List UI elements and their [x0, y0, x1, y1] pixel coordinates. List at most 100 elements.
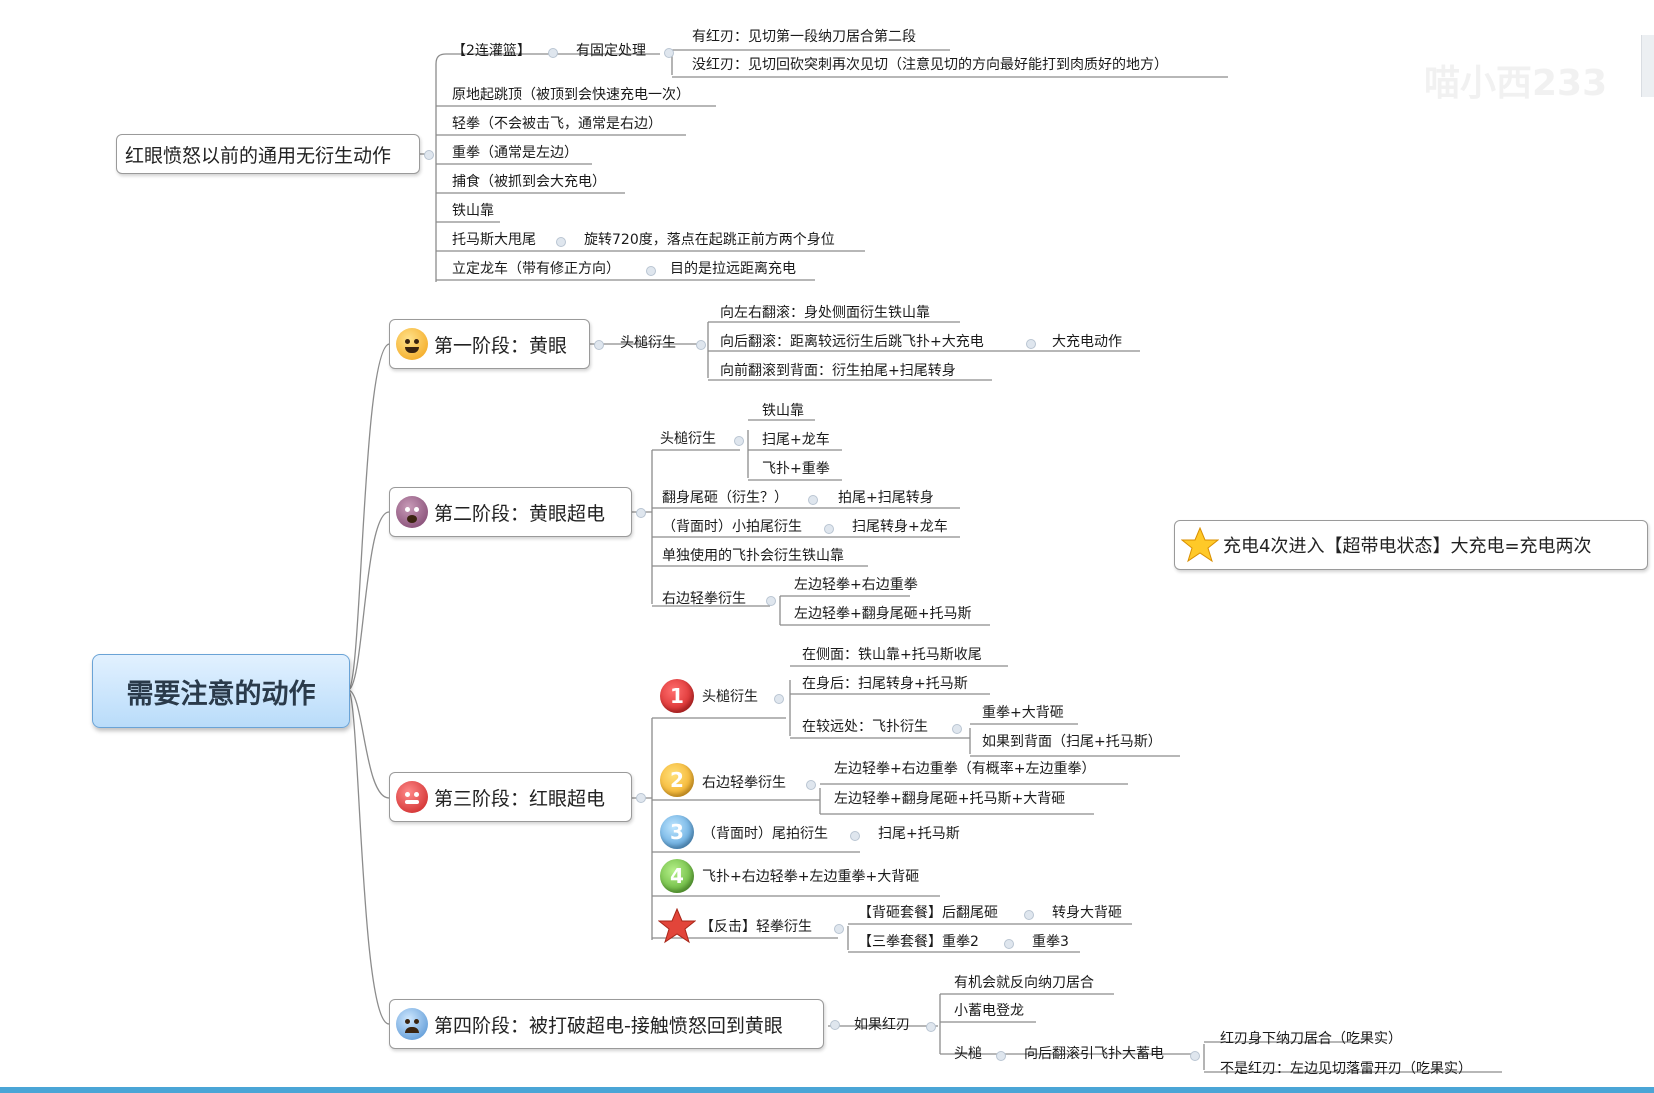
stage4-topic[interactable]: 第四阶段：被打破超电-接触愤怒回到黄眼 — [389, 999, 824, 1049]
common-topic[interactable]: 红眼愤怒以前的通用无衍生动作 — [116, 134, 420, 174]
floating-note[interactable]: 充电4次进入【超带电状态】大充电=充电两次 — [1174, 520, 1648, 570]
common-dragon-note: 目的是拉远距离充电 — [670, 261, 796, 277]
priority-3-icon: 3 — [660, 815, 694, 849]
collapse-toggle-icon[interactable] — [808, 495, 818, 505]
stage3-far1: 重拳+大背砸 — [982, 705, 1064, 721]
collapse-toggle-icon[interactable] — [1024, 910, 1034, 920]
root-label: 需要注意的动作 — [126, 678, 316, 710]
collapse-toggle-icon[interactable] — [824, 524, 834, 534]
collapse-toggle-icon[interactable] — [556, 237, 566, 247]
stage3-back-tail: （背面时）尾拍衍生 — [702, 826, 828, 842]
stage3-side: 在侧面：铁山靠+托马斯收尾 — [802, 647, 982, 663]
collapse-toggle-icon[interactable] — [952, 724, 962, 734]
stage3-far: 在较远处：飞扑衍生 — [802, 719, 928, 735]
common-iron: 铁山靠 — [452, 203, 494, 219]
collapse-toggle-icon[interactable] — [424, 150, 434, 160]
stage3-c1: 【背砸套餐】后翻尾砸 — [858, 905, 998, 921]
common-tomahawk-note: 旋转720度，落点在起跳正前方两个身位 — [584, 232, 835, 248]
stage4-b2: 不是红刃：左边见切落雷开刃（吃果实） — [1220, 1061, 1472, 1077]
stage2-r2: 左边轻拳+翻身尾砸+托马斯 — [794, 606, 972, 622]
stage4-title: 第四阶段：被打破超电-接触愤怒回到黄眼 — [434, 1014, 783, 1037]
stage3-c2b: 重拳3 — [1032, 934, 1069, 950]
stage4-if-red: 如果红刃 — [854, 1017, 910, 1033]
collapse-toggle-icon[interactable] — [766, 596, 776, 606]
priority-4-icon: 4 — [660, 859, 694, 893]
watermark-text: 喵小西233 — [1424, 63, 1608, 104]
stage2-back-tail-note: 扫尾转身+龙车 — [852, 519, 948, 535]
priority-2-icon: 2 — [660, 763, 694, 797]
stage2-topic[interactable]: 第二阶段：黄眼超电 — [389, 487, 632, 537]
stage1-roll-front: 向前翻滚到背面：衍生拍尾+扫尾转身 — [720, 363, 956, 379]
common-heavy: 重拳（通常是左边） — [452, 145, 578, 161]
stage1-big-charge: 大充电动作 — [1052, 334, 1122, 350]
stage2-head: 头槌衍生 — [660, 431, 716, 447]
stage3-counter: 【反击】轻拳衍生 — [700, 919, 812, 935]
common-jump: 原地起跳顶（被顶到会快速充电一次） — [452, 87, 690, 103]
stage3-c1b: 转身大背砸 — [1052, 905, 1122, 921]
common-title: 红眼愤怒以前的通用无衍生动作 — [125, 144, 392, 167]
common-combo2: 【2连灌篮】 — [452, 43, 531, 59]
collapse-toggle-icon[interactable] — [850, 831, 860, 841]
collapse-toggle-icon[interactable] — [696, 340, 706, 350]
collapse-toggle-icon[interactable] — [996, 1051, 1006, 1061]
common-has-red: 有红刃：见切第一段纳刀居合第二段 — [692, 29, 916, 45]
stage1-title: 第一阶段：黄眼 — [434, 334, 568, 357]
shocked-face-icon — [396, 496, 428, 528]
stage4-back-roll: 向后翻滚引飞扑大蓄电 — [1024, 1046, 1164, 1062]
stage1-roll-back: 向后翻滚：距离较远衍生后跳飞扑+大充电 — [720, 334, 984, 350]
crying-face-icon — [396, 1008, 428, 1040]
common-dragon: 立定龙车（带有修正方向） — [452, 261, 620, 277]
stage3-right-light: 右边轻拳衍生 — [702, 775, 786, 791]
stage3-topic[interactable]: 第三阶段：红眼超电 — [389, 772, 632, 822]
collapse-toggle-icon[interactable] — [1004, 939, 1014, 949]
priority-1-icon: 1 — [660, 679, 694, 713]
star-icon — [658, 908, 696, 944]
scrollbar[interactable] — [1641, 35, 1654, 97]
collapse-toggle-icon[interactable] — [646, 266, 656, 276]
stage2-right-light: 右边轻拳衍生 — [662, 591, 746, 607]
stage4-a2: 小蓄电登龙 — [954, 1003, 1024, 1019]
collapse-toggle-icon[interactable] — [548, 48, 558, 58]
collapse-toggle-icon[interactable] — [594, 340, 604, 350]
stage2-r1: 左边轻拳+右边重拳 — [794, 577, 918, 593]
collapse-toggle-icon[interactable] — [1190, 1051, 1200, 1061]
stage2-h1: 铁山靠 — [762, 403, 804, 419]
stage2-flip-note: 拍尾+扫尾转身 — [838, 490, 934, 506]
stage2-flip: 翻身尾砸（衍生？） — [662, 490, 788, 506]
common-tomahawk: 托马斯大甩尾 — [452, 232, 536, 248]
common-light: 轻拳（不会被击飞，通常是右边） — [452, 116, 662, 132]
collapse-toggle-icon[interactable] — [636, 508, 646, 518]
stage2-h3: 飞扑+重拳 — [762, 461, 830, 477]
collapse-toggle-icon[interactable] — [1026, 339, 1036, 349]
collapse-toggle-icon[interactable] — [774, 694, 784, 704]
stage4-a1: 有机会就反向纳刀居合 — [954, 975, 1094, 991]
stage3-head: 头槌衍生 — [702, 689, 758, 705]
root-topic[interactable]: 需要注意的动作 — [92, 654, 350, 728]
collapse-toggle-icon[interactable] — [636, 793, 646, 803]
stage3-far2: 如果到背面（扫尾+托马斯） — [982, 734, 1162, 750]
stage3-c2: 【三拳套餐】重拳2 — [858, 934, 979, 950]
angry-face-icon — [396, 781, 428, 813]
stage2-title: 第二阶段：黄眼超电 — [434, 502, 606, 525]
window-bottom-bar — [0, 1087, 1654, 1093]
collapse-toggle-icon[interactable] — [664, 48, 674, 58]
stage3-pounce: 飞扑+右边轻拳+左边重拳+大背砸 — [702, 869, 920, 885]
stage3-rl1: 左边轻拳+右边重拳（有概率+左边重拳） — [834, 761, 1096, 777]
stage2-back-tail: （背面时）小拍尾衍生 — [662, 519, 802, 535]
collapse-toggle-icon[interactable] — [834, 924, 844, 934]
stage3-title: 第三阶段：红眼超电 — [434, 787, 606, 810]
stage4-b1: 红刃身下纳刀居合（吃果实） — [1220, 1031, 1402, 1047]
stage1-topic[interactable]: 第一阶段：黄眼 — [389, 319, 590, 369]
stage4-head: 头槌 — [954, 1046, 982, 1062]
collapse-toggle-icon[interactable] — [806, 780, 816, 790]
floating-note-text: 充电4次进入【超带电状态】大充电=充电两次 — [1223, 536, 1592, 557]
collapse-toggle-icon[interactable] — [926, 1022, 936, 1032]
collapse-toggle-icon[interactable] — [830, 1020, 840, 1030]
common-fixed: 有固定处理 — [576, 43, 646, 59]
stage2-h2: 扫尾+龙车 — [762, 432, 830, 448]
collapse-toggle-icon[interactable] — [734, 436, 744, 446]
grinning-face-icon — [396, 328, 428, 360]
stage1-roll-lr: 向左右翻滚：身处侧面衍生铁山靠 — [720, 305, 930, 321]
